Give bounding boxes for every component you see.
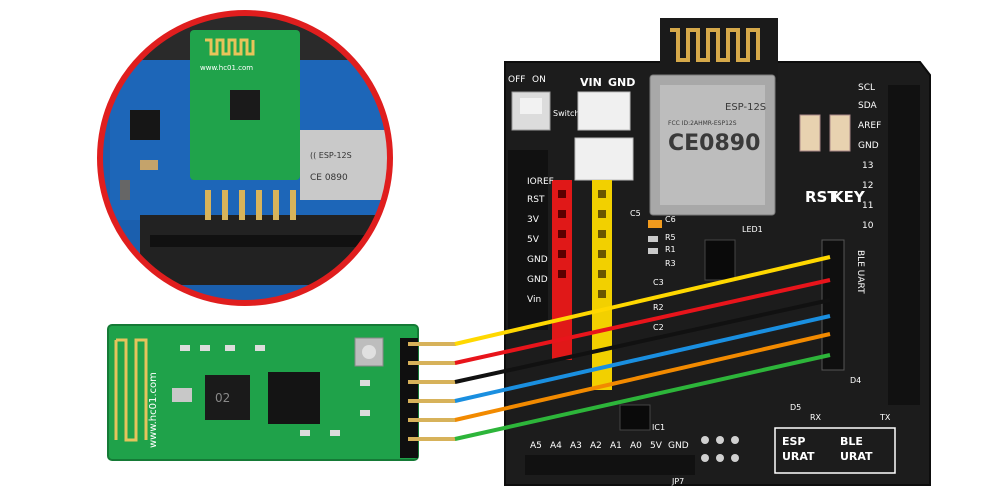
svg-text:TX: TX [879, 413, 891, 422]
svg-text:GND: GND [858, 141, 879, 151]
svg-text:A2: A2 [590, 441, 602, 451]
gnd-label: GND [608, 76, 635, 89]
left-header [508, 150, 548, 330]
zoom-ring [97, 10, 393, 306]
shield-board: CE0890 ESP-12S FCC ID:2AHMR-ESP12S OFF O… [504, 18, 931, 486]
svg-text:C5: C5 [630, 209, 641, 218]
hc05-chip-2 [268, 372, 320, 424]
vin-label: VIN [580, 76, 602, 89]
svg-text:C6: C6 [665, 215, 676, 224]
power-switch: OFF ON Switch [508, 75, 579, 131]
off-label: OFF [508, 75, 525, 85]
svg-text:A3: A3 [570, 441, 582, 451]
svg-text:RST: RST [527, 195, 545, 205]
svg-text:GND: GND [527, 275, 548, 285]
svg-text:IOREF: IOREF [527, 177, 554, 187]
esp-antenna-trace [670, 28, 760, 62]
hc05-pin-header [400, 338, 418, 458]
zoom-chip-label: (( ESP-12S [310, 151, 352, 160]
svg-text:GND: GND [527, 255, 548, 265]
svg-text:SDA: SDA [858, 101, 877, 111]
zoom-inset: www.hc01.com (( ESP-12S CE 0890 [97, 10, 393, 306]
hc05-antenna [114, 338, 148, 442]
svg-text:A0: A0 [630, 441, 642, 451]
hc05-url: www.hc01.com [148, 372, 159, 448]
svg-text:SCL: SCL [858, 83, 875, 93]
on-label: ON [532, 75, 546, 85]
svg-text:Vin: Vin [527, 295, 541, 305]
zoom-ce-label: CE 0890 [310, 173, 348, 183]
hc05-module: www.hc01.com 02 [107, 324, 456, 461]
d-labels: D5 D4 RX TX [790, 376, 891, 422]
svg-text:13: 13 [862, 161, 873, 171]
svg-text:GND: GND [668, 441, 689, 451]
svg-text:11: 11 [862, 201, 873, 211]
ble-uart-vertical-label: BLE UART [855, 250, 865, 294]
rst-button [829, 114, 851, 152]
jp7-label: JP7 [671, 477, 684, 486]
svg-text:A5: A5 [530, 441, 542, 451]
svg-text:C2: C2 [653, 323, 664, 332]
smd-components: C5 C6 R5 R1 R3 C3 R2 C2 IC1 LED1 [619, 209, 763, 432]
wire-black [454, 298, 831, 384]
svg-text:D4: D4 [850, 376, 861, 385]
ble-uart-header [821, 239, 845, 371]
hc05-pins [408, 342, 456, 441]
svg-text:ESP: ESP [782, 435, 806, 448]
hc05-chip-1 [205, 375, 250, 420]
wire-blue [454, 314, 831, 403]
esp-brand: ESP-12S [725, 102, 766, 113]
svg-text:R1: R1 [665, 245, 676, 254]
svg-text:A1: A1 [610, 441, 622, 451]
svg-text:10: 10 [862, 221, 874, 231]
zoom-esp-chip [300, 130, 390, 200]
svg-text:12: 12 [862, 181, 873, 191]
svg-text:3V: 3V [527, 215, 540, 225]
key-button [799, 114, 821, 152]
svg-text:URAT: URAT [840, 450, 873, 463]
analog-labels: A5 A4 A3 A2 A1 A0 5V GND [530, 441, 689, 451]
svg-text:BLE: BLE [840, 435, 863, 448]
switch-label: Switch [553, 109, 579, 118]
esp-fcc-id: FCC ID:2AHMR-ESP12S [668, 120, 737, 127]
right-header [888, 85, 920, 405]
svg-text:R3: R3 [665, 259, 676, 268]
svg-text:IC1: IC1 [652, 423, 665, 432]
esp-ce-mark: CE0890 [668, 131, 760, 156]
zoom-module-url: www.hc01.com [200, 64, 253, 72]
svg-text:D5: D5 [790, 403, 801, 412]
svg-text:C3: C3 [653, 278, 664, 287]
icsp-pins [701, 436, 739, 462]
svg-text:5V: 5V [527, 235, 540, 245]
svg-text:URAT: URAT [782, 450, 815, 463]
wire-red [454, 278, 831, 365]
right-header-labels: SCL SDA AREF GND 13 12 11 10 [858, 83, 881, 231]
lower-white-connector [574, 137, 634, 181]
svg-text:LED1: LED1 [742, 225, 763, 234]
wire-orange [454, 332, 831, 422]
svg-text:A4: A4 [550, 441, 562, 451]
svg-text:R5: R5 [665, 233, 676, 242]
svg-text:5V: 5V [650, 441, 663, 451]
svg-text:R2: R2 [653, 303, 664, 312]
rst-label: RST [805, 188, 838, 206]
jumper-wires [454, 255, 831, 441]
svg-text:AREF: AREF [858, 121, 881, 131]
wire-green [454, 353, 831, 441]
key-label: KEY [832, 188, 866, 206]
vin-connector [577, 91, 631, 131]
left-header-labels: IOREF RST 3V 5V GND GND Vin [527, 177, 554, 305]
yellow-header [592, 180, 612, 390]
hc05-chip-text: 02 [215, 391, 230, 405]
wire-yellow [454, 255, 831, 346]
analog-header [525, 455, 695, 475]
uart-select-box [774, 427, 896, 474]
svg-text:RX: RX [810, 413, 822, 422]
